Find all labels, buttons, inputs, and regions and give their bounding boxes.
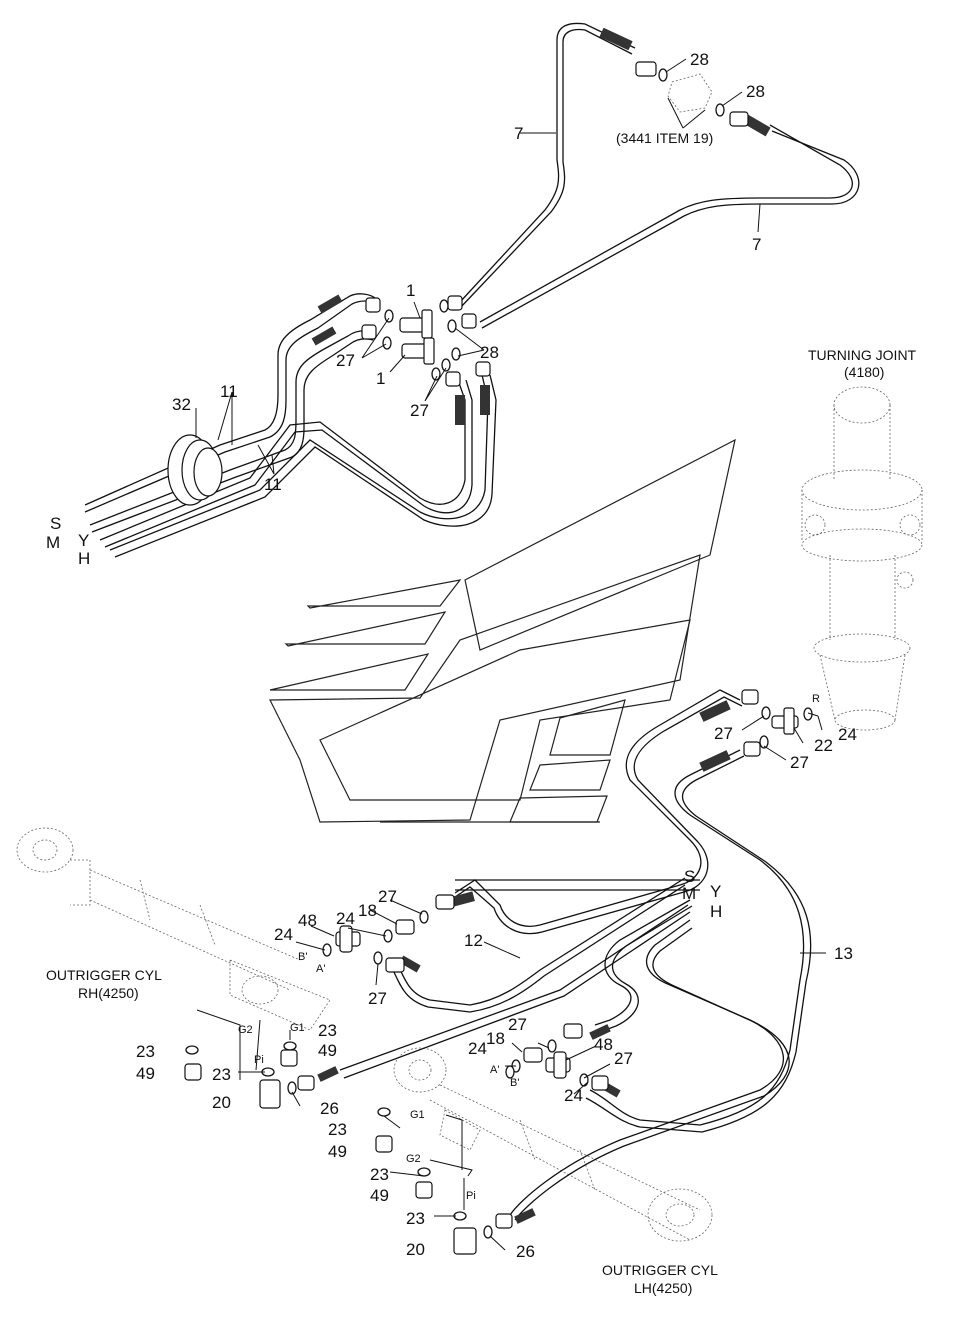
rh-cyl-fittings [184, 894, 455, 1109]
label-part-24-b: 24 [336, 909, 355, 928]
label-part-27-h: 27 [614, 1049, 633, 1068]
outrigger-cyl-rh-outline [16, 827, 331, 1031]
label-part-23-e: 23 [370, 1165, 389, 1184]
port-a-prime-lh: A' [490, 1064, 499, 1076]
label-part-11-a: 11 [220, 382, 238, 401]
port-r: R [812, 693, 820, 705]
label-part-27-a: 27 [336, 351, 355, 370]
label-cyl-lh-2: LH(4250) [634, 1280, 692, 1296]
label-part-48-a: 48 [298, 911, 317, 930]
label-part-28-a: 28 [690, 50, 709, 69]
label-turning-joint-no: (4180) [844, 364, 884, 380]
label-part-28-c: 28 [480, 343, 499, 362]
port-g2-rh: G2 [238, 1024, 253, 1036]
label-part-27-g: 27 [508, 1015, 527, 1034]
label-part-23-f: 23 [406, 1209, 425, 1228]
label-part-49-b: 49 [136, 1064, 155, 1083]
label-part-13: 13 [834, 944, 853, 963]
label-part-23-b: 23 [136, 1042, 155, 1061]
label-cyl-lh-1: OUTRIGGER CYL [602, 1262, 718, 1278]
label-part-20-b: 20 [406, 1240, 425, 1259]
port-a-prime-rh: A' [316, 963, 325, 975]
port-h-lower: H [710, 902, 722, 921]
label-part-32: 32 [172, 395, 191, 414]
leader-lines [195, 58, 826, 1251]
label-part-7-lower: 7 [752, 235, 761, 254]
port-pi-lh: Pi [466, 1190, 476, 1202]
label-part-27-c: 27 [714, 724, 733, 743]
label-part-11-b: 11 [264, 475, 282, 494]
label-item19: (3441 ITEM 19) [616, 130, 713, 146]
turning-joint-outline [801, 386, 923, 731]
clamp-32 [167, 434, 223, 506]
port-b-prime-lh: B' [510, 1077, 519, 1089]
label-part-7-upper: 7 [514, 124, 523, 143]
tj-fittings [741, 689, 813, 757]
label-part-24-c: 24 [274, 925, 293, 944]
upper-fittings [361, 61, 749, 387]
label-part-24-e: 24 [564, 1086, 583, 1105]
port-m-upper: M [46, 533, 60, 552]
port-s-upper: S [50, 514, 61, 533]
label-part-48-b: 48 [594, 1035, 613, 1054]
label-cyl-rh-2: RH(4250) [78, 985, 139, 1001]
hose-12-13-lines [317, 689, 812, 1224]
label-part-1-b: 1 [376, 369, 385, 388]
label-part-23-a: 23 [318, 1021, 337, 1040]
label-part-23-d: 23 [328, 1120, 347, 1139]
part-labels: 7 7 28 28 (3441 ITEM 19) 1 1 27 27 28 32… [46, 50, 917, 1296]
port-y-upper: Y [78, 531, 89, 550]
hose-7-pair [459, 22, 860, 329]
hose-11-bundle [84, 293, 497, 558]
label-part-24-a: 24 [838, 725, 857, 744]
label-part-20-a: 20 [212, 1093, 231, 1112]
label-part-49-c: 49 [328, 1142, 347, 1161]
port-h-upper: H [78, 549, 90, 568]
port-s-lower: S [684, 867, 695, 886]
label-part-26-a: 26 [320, 1099, 339, 1118]
label-part-22: 22 [814, 736, 833, 755]
label-part-27-b: 27 [410, 401, 429, 420]
port-y-lower: Y [710, 882, 721, 901]
label-part-49-a: 49 [318, 1041, 337, 1060]
port-m-lower: M [682, 884, 696, 903]
label-part-12: 12 [464, 931, 483, 950]
label-part-23-c: 23 [212, 1065, 231, 1084]
port-pi-rh: Pi [254, 1054, 264, 1066]
watermark-logo [269, 438, 736, 823]
label-part-26-b: 26 [516, 1242, 535, 1261]
label-part-49-d: 49 [370, 1186, 389, 1205]
label-part-27-f: 27 [368, 989, 387, 1008]
label-part-24-d: 24 [468, 1039, 487, 1058]
port-g2-lh: G2 [406, 1153, 421, 1165]
label-part-18-b: 18 [486, 1029, 505, 1048]
label-part-27-d: 27 [790, 753, 809, 772]
label-part-18-a: 18 [358, 901, 377, 920]
label-part-28-b: 28 [746, 82, 765, 101]
label-part-27-e: 27 [378, 887, 397, 906]
outrigger-cyl-lh-outline [393, 1047, 713, 1242]
port-b-prime-rh: B' [298, 951, 307, 963]
label-part-1-a: 1 [406, 281, 415, 300]
port-g1-lh: G1 [410, 1109, 425, 1121]
item19-fitting [667, 73, 713, 113]
port-g1-rh: G1 [290, 1022, 305, 1034]
label-turning-joint: TURNING JOINT [808, 347, 917, 363]
label-cyl-rh-1: OUTRIGGER CYL [46, 967, 162, 983]
